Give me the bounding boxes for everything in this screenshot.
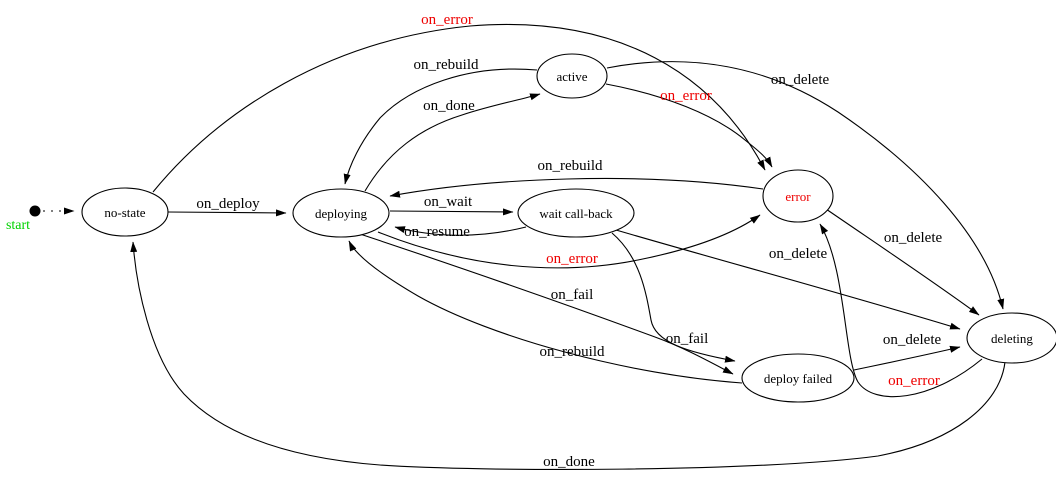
edge-error-deleting <box>825 208 980 316</box>
node-label-active: active <box>556 69 587 84</box>
node-active <box>536 53 608 99</box>
edge-no-state-error <box>152 24 766 193</box>
node-label-deleting: deleting <box>991 331 1033 346</box>
node-label-wait-call-back: wait call-back <box>539 206 613 221</box>
edge-label-on-delete-error: on_delete <box>884 230 943 246</box>
edge-no-state-deploying <box>167 209 287 217</box>
node-deleting <box>966 312 1056 364</box>
edge-wait-call-back-deploying <box>394 226 527 236</box>
edge-active-error <box>605 83 773 168</box>
edges <box>29 24 1006 471</box>
edge-wait-call-back-deploy-failed <box>611 232 736 363</box>
node-label-no-state: no-state <box>104 205 145 220</box>
edge-label-on-delete-wait: on_delete <box>769 246 828 262</box>
edge-label-on-delete-deploy-failed: on_delete <box>883 332 942 348</box>
node-label-deploy-failed: deploy failed <box>764 371 833 386</box>
edge-label-on-error-deleting: on_error <box>888 373 940 389</box>
edge-deploy-failed-deleting <box>853 345 961 371</box>
edge-label-on-error-active: on_error <box>660 88 712 104</box>
edge-deploying-wait-call-back <box>389 208 514 216</box>
edge-label-on-rebuild-error: on_rebuild <box>538 158 603 174</box>
node-label-error: error <box>785 189 811 204</box>
edge-deleting-no-state <box>130 241 1006 471</box>
node-wait-call-back <box>517 188 635 238</box>
edge-deploying-deploy-failed <box>359 233 734 375</box>
edge-label-on-rebuild-active: on_rebuild <box>414 57 479 73</box>
edge-error-deploying <box>389 177 764 198</box>
edge-label-on-done-deleting: on_done <box>543 454 595 470</box>
edge-label-on-done: on_done <box>423 98 475 114</box>
start-dot <box>29 205 41 217</box>
edge-deploying-active <box>364 93 541 192</box>
edge-label-on-error-deploying: on_error <box>546 251 598 267</box>
nodes: no-state deploying active wait call-back… <box>6 53 1056 403</box>
start-label: start <box>6 218 30 233</box>
node-deploy-failed <box>741 353 855 403</box>
edge-label-on-resume: on_resume <box>404 224 470 240</box>
edge-label-on-wait: on_wait <box>424 194 473 210</box>
edge-label-on-deploy: on_deploy <box>196 196 260 212</box>
node-deploying <box>292 188 390 238</box>
edge-deleting-error <box>819 223 983 398</box>
node-label-deploying: deploying <box>315 206 367 221</box>
edge-active-deleting <box>606 61 1005 310</box>
node-no-state <box>81 187 169 237</box>
edge-deploy-failed-deploying <box>348 240 743 384</box>
edge-label-on-fail-wait: on_fail <box>666 331 709 347</box>
edge-deploying-error <box>377 214 761 269</box>
edge-label-on-fail-deploying: on_fail <box>551 287 594 303</box>
edge-label-on-error-top: on_error <box>421 12 473 28</box>
edge-label-on-rebuild-deploy-failed: on_rebuild <box>540 344 605 360</box>
edge-labels: on_deploy on_error on_done on_rebuild on… <box>196 12 942 470</box>
edge-label-on-delete-active: on_delete <box>771 72 830 88</box>
node-error <box>762 169 834 223</box>
edge-active-deploying <box>343 68 538 185</box>
edge-wait-call-back-deleting <box>615 229 961 330</box>
